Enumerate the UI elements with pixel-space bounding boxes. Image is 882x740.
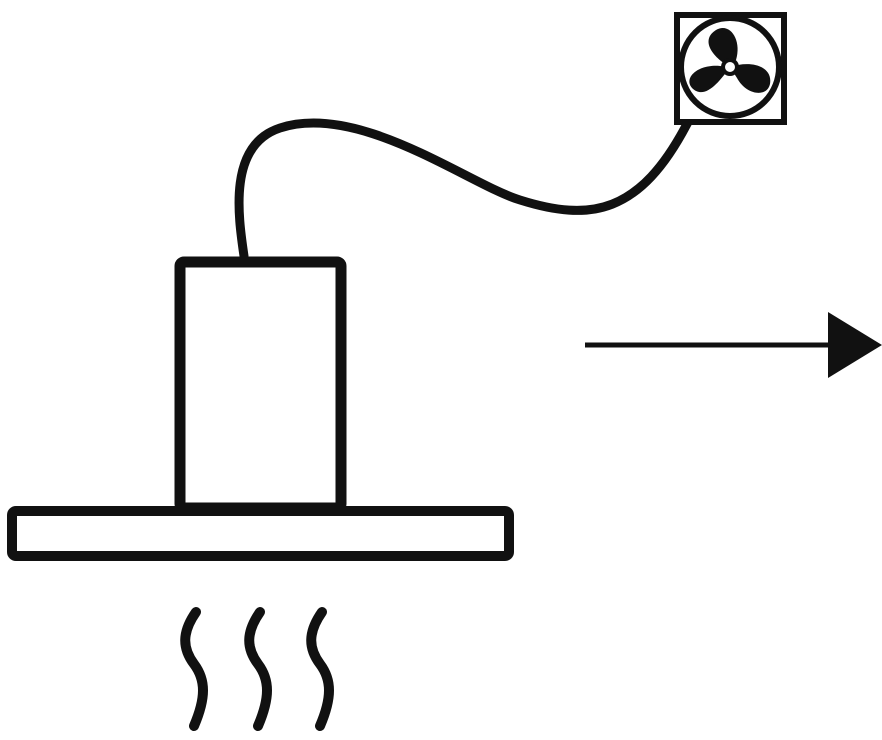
heat-waves-icon <box>185 612 329 726</box>
arrow-head <box>828 312 882 378</box>
heat-wave-2 <box>249 612 267 726</box>
exhaust-fan-icon <box>677 15 784 122</box>
hood-chimney <box>180 262 341 508</box>
heat-wave-1 <box>185 612 203 726</box>
fan-hub <box>723 60 737 74</box>
arrow-right-icon <box>585 312 882 378</box>
range-hood-icon <box>12 262 509 556</box>
heat-wave-3 <box>311 612 329 726</box>
hood-canopy <box>12 511 509 556</box>
duct-hose <box>239 122 688 256</box>
